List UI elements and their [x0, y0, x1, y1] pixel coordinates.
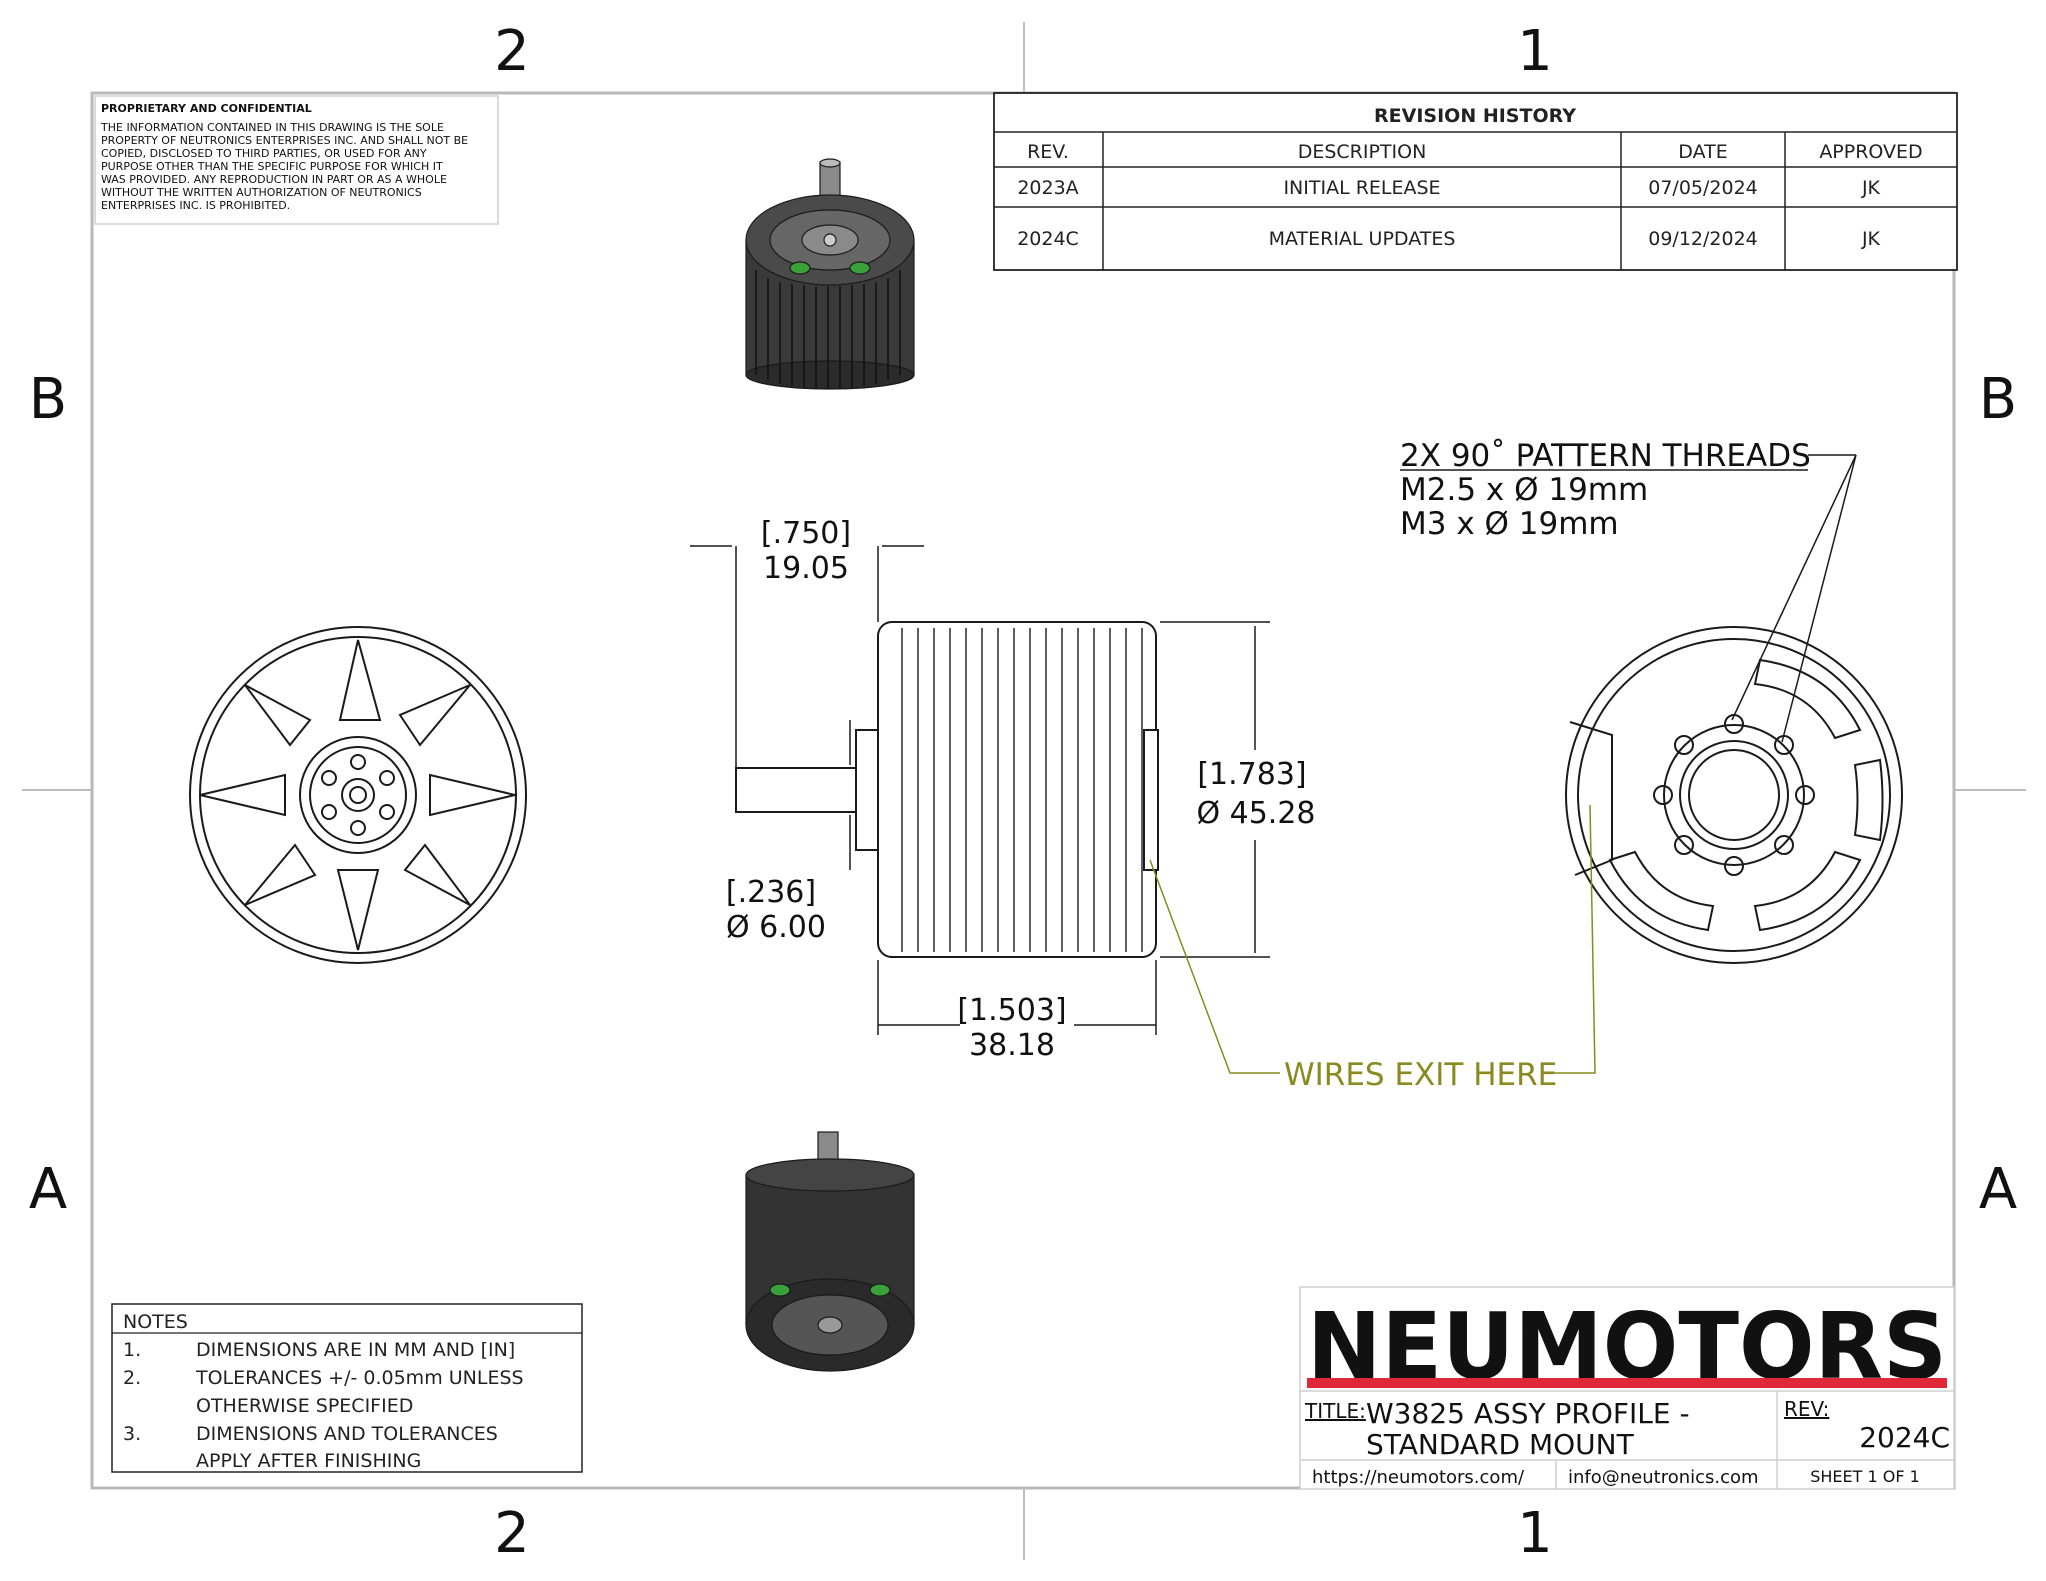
note-text: DIMENSIONS ARE IN MM AND [IN]: [196, 1339, 515, 1361]
thread-callout-line2: M2.5 x Ø 19mm: [1400, 472, 1648, 508]
rev-value: 2024C: [1859, 1421, 1950, 1454]
title-line1: W3825 ASSY PROFILE -: [1366, 1397, 1690, 1430]
motor-isometric-top-view: [745, 158, 915, 390]
dimension-lines: [690, 545, 1270, 1035]
note-number: 3.: [123, 1423, 141, 1445]
zone-row-b-left: B: [29, 367, 67, 432]
zone-labels: 2 1 2 1 B B A A: [29, 19, 2017, 1566]
zone-col-1-top: 1: [1517, 19, 1553, 84]
rev-cell: JK: [1861, 228, 1881, 250]
rev-header-date: DATE: [1678, 141, 1727, 163]
thread-callout-line1: 2X 90˚ PATTERN THREADS: [1400, 438, 1811, 474]
proprietary-line: PURPOSE OTHER THAN THE SPECIFIC PURPOSE …: [101, 160, 443, 173]
notes-header: NOTES: [123, 1311, 188, 1333]
shaft-dia-inch: [.236]: [726, 875, 816, 910]
logo-underline: [1307, 1378, 1947, 1388]
shaft-length-mm: 19.05: [763, 551, 849, 586]
rev-cell: MATERIAL UPDATES: [1269, 228, 1456, 250]
proprietary-notice: PROPRIETARY AND CONFIDENTIAL THE INFORMA…: [94, 95, 499, 225]
zone-row-a-right: A: [1979, 1157, 2017, 1222]
note-number: 1.: [123, 1339, 141, 1361]
rev-cell: 2023A: [1017, 177, 1078, 199]
note-text: APPLY AFTER FINISHING: [196, 1450, 421, 1472]
proprietary-line: PROPERTY OF NEUTRONICS ENTERPRISES INC. …: [101, 134, 468, 147]
note-number: 2.: [123, 1367, 141, 1389]
proprietary-line: THE INFORMATION CONTAINED IN THIS DRAWIN…: [100, 121, 444, 134]
rev-cell: 09/12/2024: [1648, 228, 1758, 250]
wires-exit-label: WIRES EXIT HERE: [1284, 1057, 1557, 1093]
rev-header-approved: APPROVED: [1819, 141, 1922, 163]
zone-row-b-right: B: [1979, 367, 2017, 432]
shaft-dia-mm: Ø 6.00: [726, 910, 826, 945]
motor-side-view: [735, 621, 1159, 958]
motor-isometric-bottom-view: [745, 1131, 915, 1372]
rev-cell: 07/05/2024: [1648, 177, 1758, 199]
thread-callout: 2X 90˚ PATTERN THREADS M2.5 x Ø 19mm M3 …: [1400, 438, 1857, 743]
title-line2: STANDARD MOUNT: [1366, 1428, 1635, 1461]
motor-front-view: [189, 626, 527, 964]
rev-header-rev: REV.: [1027, 141, 1069, 163]
body-length-inch: [1.503]: [957, 993, 1066, 1028]
proprietary-line: WITHOUT THE WRITTEN AUTHORIZATION OF NEU…: [101, 186, 422, 199]
website-text: https://neumotors.com/: [1312, 1467, 1525, 1488]
note-text: TOLERANCES +/- 0.05mm UNLESS: [195, 1367, 524, 1389]
rev-cell: 2024C: [1017, 228, 1079, 250]
rev-header-description: DESCRIPTION: [1298, 141, 1427, 163]
body-dia-mm: Ø 45.28: [1196, 796, 1315, 831]
dimension-text: [.750] 19.05 [.236] Ø 6.00 [1.503] 38.18…: [726, 516, 1316, 1063]
zone-col-2-top: 2: [494, 19, 530, 84]
proprietary-line: WAS PROVIDED. ANY REPRODUCTION IN PART O…: [101, 173, 447, 186]
motor-rear-view: [1565, 626, 1903, 964]
proprietary-title: PROPRIETARY AND CONFIDENTIAL: [101, 102, 312, 115]
zone-row-a-left: A: [29, 1157, 67, 1222]
thread-callout-line3: M3 x Ø 19mm: [1400, 506, 1619, 542]
proprietary-line: COPIED, DISCLOSED TO THIRD PARTIES, OR U…: [101, 147, 427, 160]
body-length-mm: 38.18: [969, 1028, 1055, 1063]
note-text: DIMENSIONS AND TOLERANCES: [196, 1423, 498, 1445]
revision-history-title: REVISION HISTORY: [1374, 105, 1576, 127]
note-text: OTHERWISE SPECIFIED: [196, 1395, 413, 1417]
title-block: NEUMOTORS TITLE: W3825 ASSY PROFILE - ST…: [1299, 1286, 1955, 1490]
body-dia-inch: [1.783]: [1197, 757, 1306, 792]
email-text: info@neutronics.com: [1568, 1467, 1759, 1488]
rev-cell: JK: [1861, 177, 1881, 199]
rev-cell: INITIAL RELEASE: [1283, 177, 1440, 199]
revision-history-table: REVISION HISTORY REV. DESCRIPTION DATE A…: [993, 92, 1958, 271]
zone-col-1-bottom: 1: [1517, 1501, 1553, 1566]
wires-callout: WIRES EXIT HERE: [1149, 804, 1596, 1093]
shaft-length-inch: [.750]: [761, 516, 851, 551]
proprietary-line: ENTERPRISES INC. IS PROHIBITED.: [101, 199, 290, 212]
notes-box: NOTES 1. DIMENSIONS ARE IN MM AND [IN] 2…: [111, 1303, 583, 1473]
title-label: TITLE:: [1304, 1399, 1366, 1423]
zone-col-2-bottom: 2: [494, 1501, 530, 1566]
rev-label: REV:: [1784, 1397, 1829, 1421]
sheet-number: SHEET 1 OF 1: [1810, 1467, 1920, 1486]
